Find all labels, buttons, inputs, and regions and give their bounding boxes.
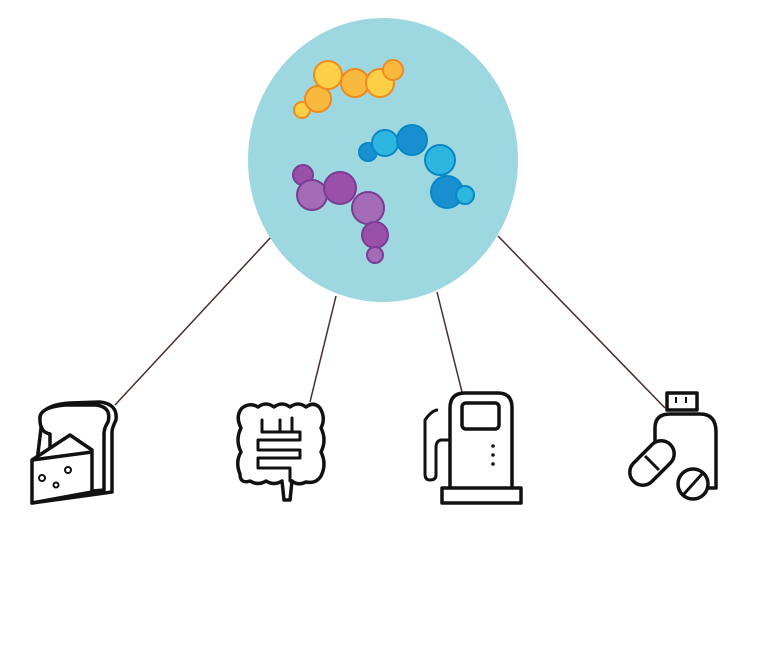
bacterium-cell	[382, 59, 404, 81]
bacterium-cell	[351, 191, 385, 225]
bacterium-cell	[396, 124, 428, 156]
bacterium-cell	[296, 179, 328, 211]
connector-fuel	[436, 291, 463, 393]
connectors	[114, 235, 666, 409]
connector-diet	[114, 235, 273, 406]
bacterium-cell	[366, 246, 384, 264]
bacterium-cell	[340, 68, 370, 98]
blue-bacteria-chain	[358, 124, 475, 209]
orange-bacteria-chain	[293, 59, 404, 119]
bacterium-cell	[455, 185, 475, 205]
bacterium-cell	[371, 129, 399, 157]
fuel-pump-icon	[423, 391, 523, 505]
microbiome-circle	[248, 18, 518, 302]
bacterium-cell	[323, 171, 357, 205]
pill-bottle-icon	[628, 391, 718, 501]
bacterium-cell	[361, 221, 389, 249]
bacterium-cell	[424, 144, 456, 176]
purple-bacteria-chain	[292, 164, 389, 264]
intestine-icon	[236, 402, 326, 502]
connector-medication	[497, 235, 666, 409]
bacterium-cell	[313, 60, 343, 90]
connector-intestine	[309, 295, 337, 403]
bread-cheese-icon	[30, 400, 118, 505]
